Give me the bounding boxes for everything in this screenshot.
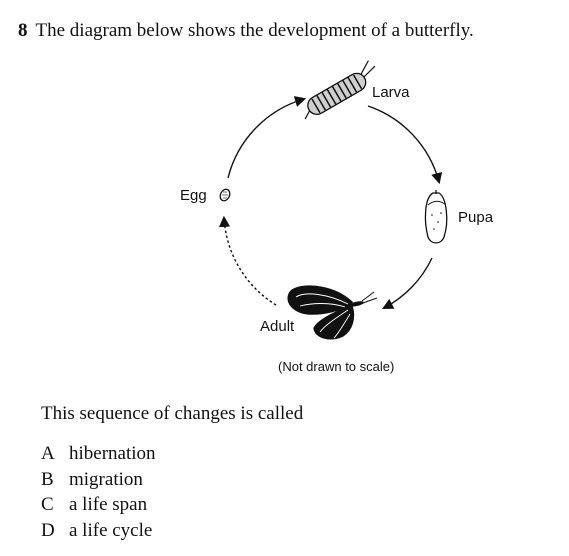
- choice-letter: C: [41, 494, 54, 515]
- scale-note: (Not drawn to scale): [278, 359, 394, 374]
- question-stem: This sequence of changes is called: [41, 403, 304, 424]
- choice-text: a life cycle: [69, 519, 153, 541]
- question-text: The diagram below shows the development …: [35, 20, 474, 41]
- choice-letter: D: [41, 519, 55, 541]
- choice-text: migration: [69, 468, 143, 490]
- arrow-adult-to-egg: [218, 215, 277, 306]
- label-adult: Adult: [260, 318, 295, 335]
- choice-text: a life span: [69, 494, 148, 515]
- choice-letter: B: [41, 468, 54, 490]
- choice-text: hibernation: [69, 443, 156, 464]
- choice-letter: A: [41, 443, 55, 464]
- butterfly-life-cycle-diagram: Egg Larva Pupa Adult (Not drawn to scale…: [180, 60, 494, 374]
- question: 8 The diagram below shows the development…: [18, 20, 474, 42]
- label-egg: Egg: [180, 187, 207, 204]
- arrow-egg-to-larva: [227, 96, 307, 179]
- question-number: 8: [18, 20, 28, 41]
- label-larva: Larva: [372, 84, 410, 101]
- arrow-pupa-to-adult: [382, 257, 433, 310]
- arrow-larva-to-pupa: [367, 105, 443, 185]
- label-pupa: Pupa: [458, 209, 494, 226]
- larva-icon: [304, 60, 376, 120]
- egg-icon: [219, 188, 231, 202]
- adult-butterfly-icon: [287, 285, 378, 340]
- pupa-icon: [424, 190, 448, 244]
